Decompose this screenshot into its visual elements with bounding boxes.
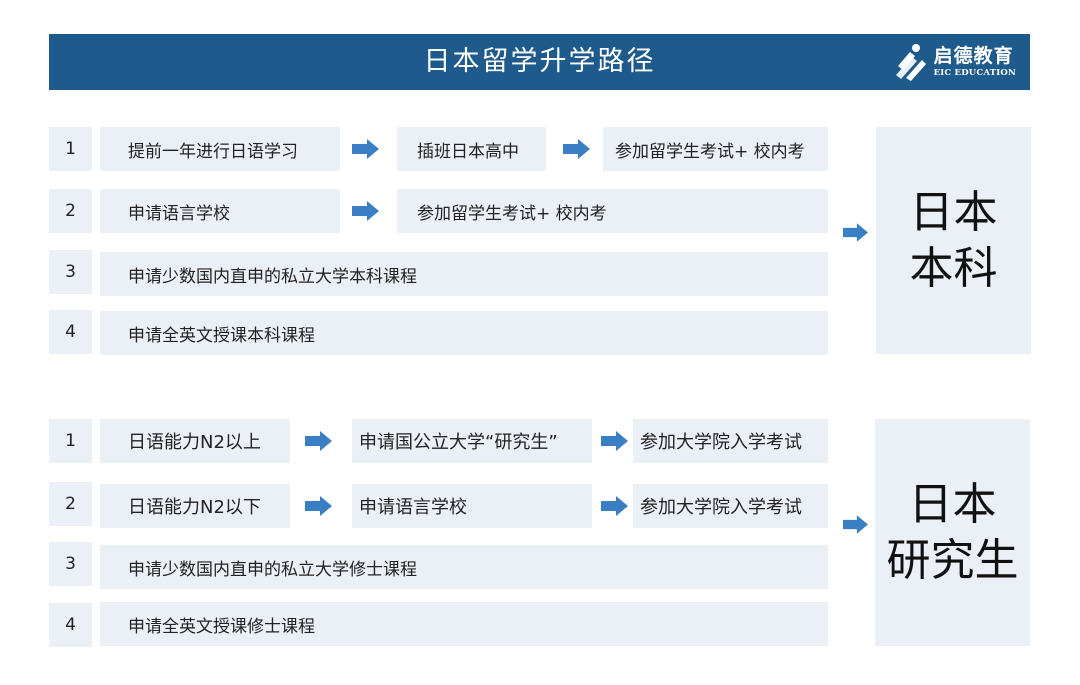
step-box: 申请国公立大学“研究生”: [352, 419, 592, 463]
row-number: 2: [49, 482, 92, 526]
arrow-right-icon: [305, 431, 332, 451]
destination-graduate: 日本 研究生: [875, 419, 1030, 646]
arrow-right-icon: [352, 201, 379, 221]
row-number: 1: [49, 127, 92, 171]
step-box: 申请少数国内直申的私立大学修士课程: [100, 545, 828, 589]
step-box: 日语能力N2以上: [100, 419, 290, 463]
destination-line: 日本: [909, 186, 998, 238]
step-box: 申请全英文授课修士课程: [100, 602, 828, 646]
step-box: 日语能力N2以下: [100, 484, 290, 528]
destination-line: 日本: [908, 478, 997, 530]
arrow-right-icon: [563, 139, 590, 159]
row-number: 1: [49, 419, 92, 463]
arrow-right-icon: [601, 496, 628, 516]
destination-line: 研究生: [886, 534, 1019, 586]
step-box: 参加留学生考试+ 校内考: [603, 127, 828, 171]
step-box: 参加大学院入学考试: [633, 419, 828, 463]
row-number: 3: [49, 250, 92, 294]
header-banner: 日本留学升学路径 启德教育 EIC EDUCATION: [49, 34, 1030, 90]
destination-undergrad: 日本 本科: [876, 127, 1031, 354]
arrow-right-icon: [601, 431, 628, 451]
arrow-right-icon: [352, 139, 379, 159]
arrow-right-icon: [305, 496, 332, 516]
logo-cn-text: 启德教育: [933, 45, 1014, 67]
step-box: 申请少数国内直申的私立大学本科课程: [100, 252, 828, 296]
row-number: 3: [49, 542, 92, 586]
step-box: 插班日本高中: [397, 127, 546, 171]
arrow-right-icon: [843, 223, 868, 242]
step-box: 申请全英文授课本科课程: [100, 311, 828, 355]
destination-line: 本科: [909, 242, 998, 294]
row-number: 4: [49, 603, 92, 647]
step-box: 参加大学院入学考试: [633, 484, 828, 528]
eic-logo: 启德教育 EIC EDUCATION: [892, 40, 1016, 84]
step-box: 申请语言学校: [352, 484, 592, 528]
logo-en-text: EIC EDUCATION: [933, 68, 1016, 78]
arrow-right-icon: [843, 515, 868, 534]
row-number: 4: [49, 310, 92, 354]
step-box: 参加留学生考试+ 校内考: [397, 189, 828, 233]
step-box: 提前一年进行日语学习: [100, 127, 340, 171]
step-box: 申请语言学校: [100, 189, 340, 233]
row-number: 2: [49, 189, 92, 233]
page-title: 日本留学升学路径: [423, 46, 656, 77]
eic-logo-icon: [895, 44, 926, 81]
